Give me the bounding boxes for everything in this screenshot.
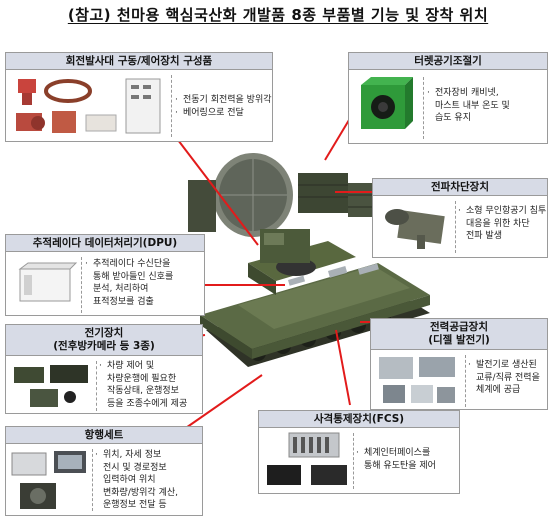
desc-line-cont: 마스트 내부 온도 및: [435, 100, 510, 111]
box-separator: [81, 257, 82, 313]
desc-line: 소형 무인항공기 침투: [457, 205, 546, 218]
desc-line-cont: 변화량/방위각 계산,: [103, 487, 178, 498]
desc-line-cont: 등을 조종수에게 제공: [107, 398, 188, 409]
box-separator: [455, 201, 456, 253]
desc-line-cont: 대응을 위한 차단: [466, 218, 530, 229]
desc-line-cont: 전파 발생: [466, 231, 502, 241]
box-separator: [171, 75, 172, 137]
fcs-image: [267, 432, 347, 485]
desc-line: 추적레이다 수신단을: [84, 258, 173, 271]
header-line: 전기장치: [84, 327, 124, 339]
box-separator: [465, 355, 466, 407]
box-header: 터렛공기조절기: [349, 53, 547, 70]
header-subline: (전후방카메라 등 3종): [53, 340, 155, 352]
desc-line: 베어링으로 전달: [174, 107, 272, 120]
box-header: 전력공급장치 (디젤 발전기): [371, 319, 547, 350]
box-description: 차량 제어 및 차량운행에 필요한 작동상태, 운행정보 등을 조종수에게 제공: [98, 360, 187, 410]
box-rotary-launcher: 회전발사대 구동/제어장치 구성품 전동기 회전력을 방위각 베어링으로 전달: [5, 52, 273, 142]
box-power-supply: 전력공급장치 (디젤 발전기) 발전기로 생산된 교류/직류 전력을 체계에 공…: [370, 318, 548, 410]
electrical-parts-image: [14, 365, 88, 407]
desc-line-cont: 작동상태, 운행정보: [107, 386, 179, 396]
navigation-set-image: [11, 451, 86, 509]
desc-line: 전자장비 캐비넷,: [426, 87, 510, 100]
box-description: 발전기로 생산된 교류/직류 전력을 체계에 공급: [467, 359, 540, 397]
desc-line: 차량 제어 및: [98, 360, 187, 373]
jammer-image: [385, 209, 445, 249]
box-description: 체계인터페이스를 통해 유도탄을 제어: [355, 447, 436, 472]
desc-line: 발전기로 생산된: [467, 359, 540, 372]
desc-line-cont: 통해 유도탄을 제어: [364, 460, 436, 471]
box-description: 소형 무인항공기 침투 대응을 위한 차단 전파 발생: [457, 205, 546, 243]
page-title: (참고) 천마용 핵심국산화 개발품 8종 부품별 기능 및 장착 위치: [67, 6, 489, 24]
box-separator: [353, 433, 354, 489]
desc-line-cont: 차량운행에 필요한: [107, 373, 177, 384]
air-conditioner-image: [361, 77, 413, 129]
box-separator: [423, 77, 424, 139]
rotary-parts-image: [16, 78, 161, 134]
box-header: 전파차단장치: [373, 179, 547, 196]
dpu-image: [18, 262, 78, 302]
box-fire-control-system: 사격통제장치(FCS) 체계인터페이스를 통해 유도탄을 제어: [258, 410, 460, 494]
box-radio-jammer: 전파차단장치 소형 무인항공기 침투 대응을 위한 차단 전파 발생: [372, 178, 548, 258]
desc-line-cont: 체계에 공급: [476, 385, 521, 395]
desc-line-cont: 전시 및 경로정보: [103, 462, 167, 473]
desc-line-cont: 표적정보를 검출: [93, 296, 154, 307]
header-subline: (디젤 발전기): [428, 334, 490, 346]
desc-line: 위치, 자세 정보: [94, 449, 178, 462]
box-turret-air-conditioner: 터렛공기조절기 전자장비 캐비넷, 마스트 내부 온도 및 습도 유지: [348, 52, 548, 144]
box-separator: [92, 449, 93, 511]
box-description: 전동기 회전력을 방위각 베어링으로 전달: [174, 94, 272, 119]
box-header: 회전발사대 구동/제어장치 구성품: [6, 53, 272, 70]
desc-line: 전동기 회전력을 방위각: [174, 94, 272, 107]
desc-line-cont: 분석, 처리하여: [93, 284, 149, 294]
box-description: 전자장비 캐비넷, 마스트 내부 온도 및 습도 유지: [426, 87, 510, 125]
box-header: 사격통제장치(FCS): [259, 411, 459, 428]
box-navigation-set: 항행세트 위치, 자세 정보 전시 및 경로정보 입력하여 위치 변화량/방위각…: [5, 426, 203, 516]
desc-line-cont: 통해 받아들인 신호를: [93, 271, 174, 282]
box-header: 항행세트: [6, 427, 202, 444]
desc-line-cont: 입력하여 위치: [103, 475, 156, 485]
box-electrical-equipment: 전기장치 (전후방카메라 등 3종) 차량 제어 및 차량운행에 필요한 작동상…: [5, 324, 203, 414]
desc-line-cont: 운행정보 전달 등: [103, 500, 167, 510]
box-header: 추적레이다 데이터처리기(DPU): [6, 235, 204, 252]
box-tracking-radar-dpu: 추적레이다 데이터처리기(DPU) 추적레이다 수신단을 통해 받아들인 신호를…: [5, 234, 205, 316]
box-header: 전기장치 (전후방카메라 등 3종): [6, 325, 202, 356]
desc-line-cont: 교류/직류 전력을: [476, 372, 540, 383]
desc-line: 체계인터페이스를: [355, 447, 436, 460]
header-line: 전력공급장치: [430, 321, 488, 333]
power-supply-image: [379, 357, 455, 403]
box-separator: [96, 361, 97, 411]
desc-line-cont: 습도 유지: [435, 113, 471, 123]
box-description: 추적레이다 수신단을 통해 받아들인 신호를 분석, 처리하여 표적정보를 검출: [84, 258, 173, 308]
box-description: 위치, 자세 정보 전시 및 경로정보 입력하여 위치 변화량/방위각 계산, …: [94, 449, 178, 512]
